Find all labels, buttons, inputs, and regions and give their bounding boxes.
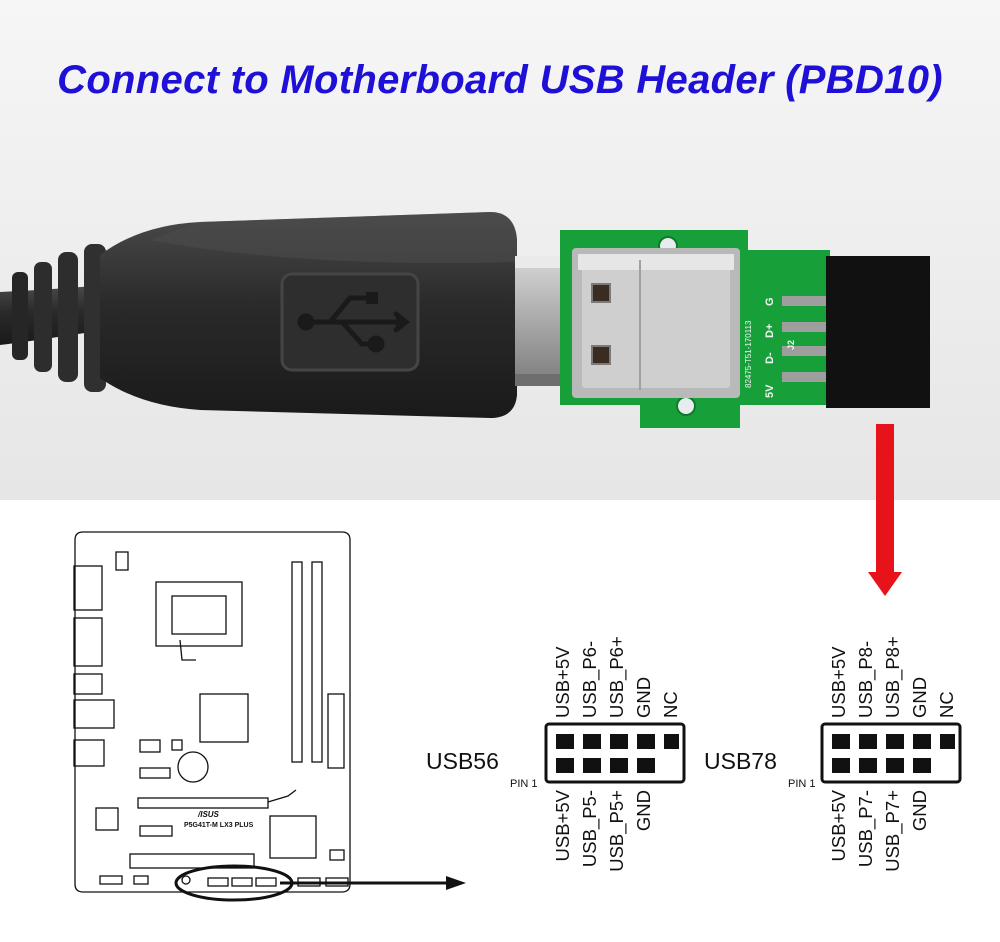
usb56-top-pin-label: GND xyxy=(633,676,654,718)
usb56-bottom-pin-label: USB+5V xyxy=(552,790,573,862)
pcb-label-g: G xyxy=(764,297,776,306)
usb78-pin1-label: PIN 1 xyxy=(788,778,816,790)
usb56-top-pin-label: USB+5V xyxy=(552,646,573,718)
usb56-top-pin-label: USB_P6- xyxy=(579,640,600,718)
pin-header-housing xyxy=(826,256,930,408)
usb56-bottom-pin-label: USB_P5- xyxy=(579,790,600,868)
usb78-top-pin-label: USB_P8+ xyxy=(882,636,903,718)
usb56-header-name: USB56 xyxy=(426,748,499,774)
strain-relief xyxy=(12,244,106,392)
usb56-header-block xyxy=(544,722,686,784)
pcb-label-d-minus: D- xyxy=(764,352,776,364)
usb78-bottom-pin-label: USB_P7- xyxy=(855,790,876,868)
usb-female-socket xyxy=(572,248,740,398)
red-arrow-down xyxy=(868,424,902,596)
usb56-bottom-pin-label: USB_P5+ xyxy=(606,790,627,872)
usb-header-highlight-ellipse xyxy=(174,864,294,902)
black-arrow-right xyxy=(280,876,466,890)
usb78-top-pin-label: USB_P8- xyxy=(855,640,876,718)
usb-logo-icon xyxy=(297,292,411,353)
page-title: Connect to Motherboard USB Header (PBD10… xyxy=(57,58,943,102)
pcb-part-number: 82475-T51-170113 xyxy=(744,320,753,388)
usb78-top-pin-label: GND xyxy=(909,676,930,718)
usb78-bottom-pin-label: USB+5V xyxy=(828,790,849,862)
socket-latch-bottom xyxy=(591,345,611,365)
usb78-bottom-pin-label: USB_P7+ xyxy=(882,790,903,872)
usb56-pin1-label: PIN 1 xyxy=(510,778,538,790)
socket-latch-top xyxy=(591,283,611,303)
usb78-header-name: USB78 xyxy=(704,748,777,774)
pcb-ref-label: J2 xyxy=(786,339,796,350)
motherboard-model: P5G41T-M LX3 PLUS xyxy=(184,822,254,829)
usb-cable xyxy=(0,212,517,418)
pcb-label-5v: 5V xyxy=(764,384,776,398)
pcb-label-d-plus: D+ xyxy=(764,323,776,338)
usb56-top-pin-label: USB_P6+ xyxy=(606,636,627,718)
motherboard-brand: /ISUS xyxy=(198,810,219,819)
motherboard-diagram xyxy=(73,531,351,893)
usb78-header-block xyxy=(820,722,962,784)
usb78-bottom-pin-label: GND xyxy=(909,790,930,832)
usb56-top-pin-label: NC xyxy=(660,691,681,718)
usb78-top-pin-label: NC xyxy=(936,691,957,718)
usb56-bottom-pin-label: GND xyxy=(633,790,654,832)
usb78-top-pin-label: USB+5V xyxy=(828,646,849,718)
